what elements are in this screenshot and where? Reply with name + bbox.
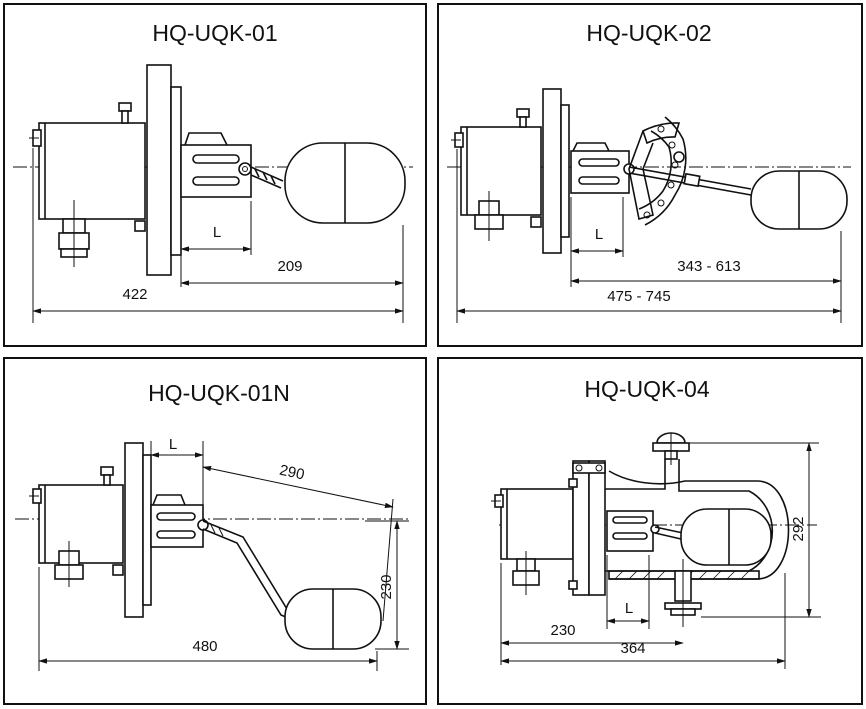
diagram-hq-uqk-01n: HQ-UQK-01N L <box>15 380 409 671</box>
panel-hq-uqk-01n: HQ-UQK-01N L <box>3 357 427 705</box>
model-title: HQ-UQK-01 <box>152 20 277 46</box>
diagram-hq-uqk-01: HQ-UQK-01 <box>13 20 413 323</box>
dim-209: 209 <box>277 258 302 275</box>
dim-364: 364 <box>620 640 645 657</box>
dim-475-745: 475 - 745 <box>607 288 670 305</box>
dim-292: 292 <box>790 516 807 541</box>
dim-l: L <box>169 436 177 453</box>
dim-230: 230 <box>378 574 395 599</box>
housing <box>38 122 146 220</box>
diagram-hq-uqk-02: HQ-UQK-02 <box>447 20 851 323</box>
model-title: HQ-UQK-01N <box>148 380 290 406</box>
panel-hq-uqk-04: HQ-UQK-04 <box>437 357 863 705</box>
model-title: HQ-UQK-02 <box>586 20 711 46</box>
dim-422: 422 <box>122 286 147 303</box>
dim-l: L <box>595 226 603 243</box>
dim-480: 480 <box>192 638 217 655</box>
panel-hq-uqk-01: HQ-UQK-01 <box>3 3 427 347</box>
model-title: HQ-UQK-04 <box>584 376 709 402</box>
dim-230: 230 <box>550 622 575 639</box>
diagram-hq-uqk-04: HQ-UQK-04 <box>491 376 821 669</box>
dim-343-613: 343 - 613 <box>677 258 740 275</box>
panel-hq-uqk-02: HQ-UQK-02 <box>437 3 863 347</box>
dim-l: L <box>625 600 633 617</box>
flange <box>146 64 172 276</box>
dim-l: L <box>213 224 221 241</box>
dim-290: 290 <box>278 462 306 484</box>
